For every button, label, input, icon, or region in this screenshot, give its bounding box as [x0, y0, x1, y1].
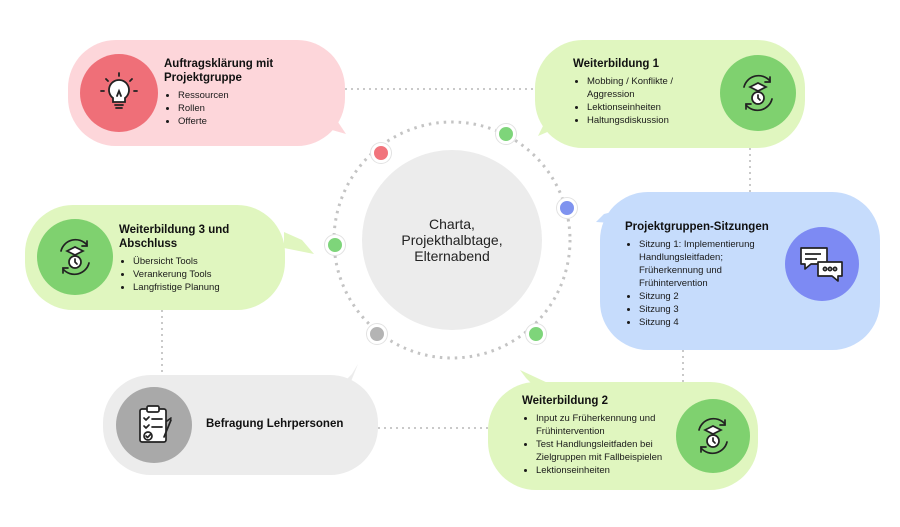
center-title: Charta, Projekthalbtage, Elternabend [401, 216, 503, 264]
befragung-title: Befragung Lehrpersonen [206, 418, 344, 430]
wb2-title: Weiterbildung 2 [522, 395, 609, 407]
pgs-item: Sitzung 4 [639, 316, 780, 329]
node-weiterbildung-3: Weiterbildung 3 und Abschluss Übersicht … [25, 205, 285, 310]
wb1-item: Mobbing / Konflikte / Aggression [587, 75, 693, 101]
auftrag-item: Offerte [178, 115, 334, 128]
node-weiterbildung-1: Weiterbildung 1 Mobbing / Konflikte / Ag… [535, 40, 805, 148]
clipboard-checklist-icon [116, 387, 192, 463]
node-weiterbildung-2: Weiterbildung 2 Input zu Früherkennung u… [488, 382, 758, 490]
graduation-clock-icon [676, 399, 750, 473]
wb3-item: Übersicht Tools [133, 255, 269, 268]
pgs-item: Sitzung 3 [639, 303, 780, 316]
wb2-item: Input zu Früherkennung und Frühintervent… [536, 412, 672, 438]
node-projektgruppen-sitzungen: Projektgruppen-Sitzungen Sitzung 1: Impl… [600, 192, 880, 350]
graduation-clock-icon [720, 55, 796, 131]
chat-bubbles-icon [785, 227, 859, 301]
node-befragung-lehrpersonen: Befragung Lehrpersonen [103, 375, 378, 475]
orbit-dot-green-bottom [526, 324, 546, 344]
node-auftragsklaerung: Auftragsklärung mit Projektgruppe Ressou… [68, 40, 345, 146]
tail-wb3 [284, 232, 314, 254]
orbit-dot-green-left [325, 235, 345, 255]
wb2-item: Test Handlungsleitfaden bei Zielgruppen … [536, 438, 672, 464]
graduation-clock-icon [37, 219, 113, 295]
wb1-item: Haltungsdiskussion [587, 114, 693, 127]
center-circle: Charta, Projekthalbtage, Elternabend [362, 150, 542, 330]
wb2-item: Lektionseinheiten [536, 464, 672, 477]
wb3-item: Langfristige Planung [133, 281, 269, 294]
wb3-title: Weiterbildung 3 und Abschluss [119, 224, 230, 250]
orbit-ring [332, 120, 572, 360]
orbit-dot-green-top [496, 124, 516, 144]
orbit-dot-blue [557, 198, 577, 218]
wb3-item: Verankerung Tools [133, 268, 269, 281]
pgs-item: Sitzung 2 [639, 290, 780, 303]
pgs-title: Projektgruppen-Sitzungen [625, 221, 769, 233]
orbit-dot-red [371, 143, 391, 163]
auftrag-item: Ressourcen [178, 89, 334, 102]
lightbulb-icon [80, 54, 158, 132]
wb1-item: Lektionseinheiten [587, 101, 693, 114]
pgs-item: Sitzung 1: Implementierung Handlungsleit… [639, 238, 780, 290]
auftrag-item: Rollen [178, 102, 334, 115]
wb1-title: Weiterbildung 1 [573, 58, 660, 70]
auftrag-title: Auftragsklärung mit Projektgruppe [164, 58, 274, 84]
orbit-dot-gray [367, 324, 387, 344]
